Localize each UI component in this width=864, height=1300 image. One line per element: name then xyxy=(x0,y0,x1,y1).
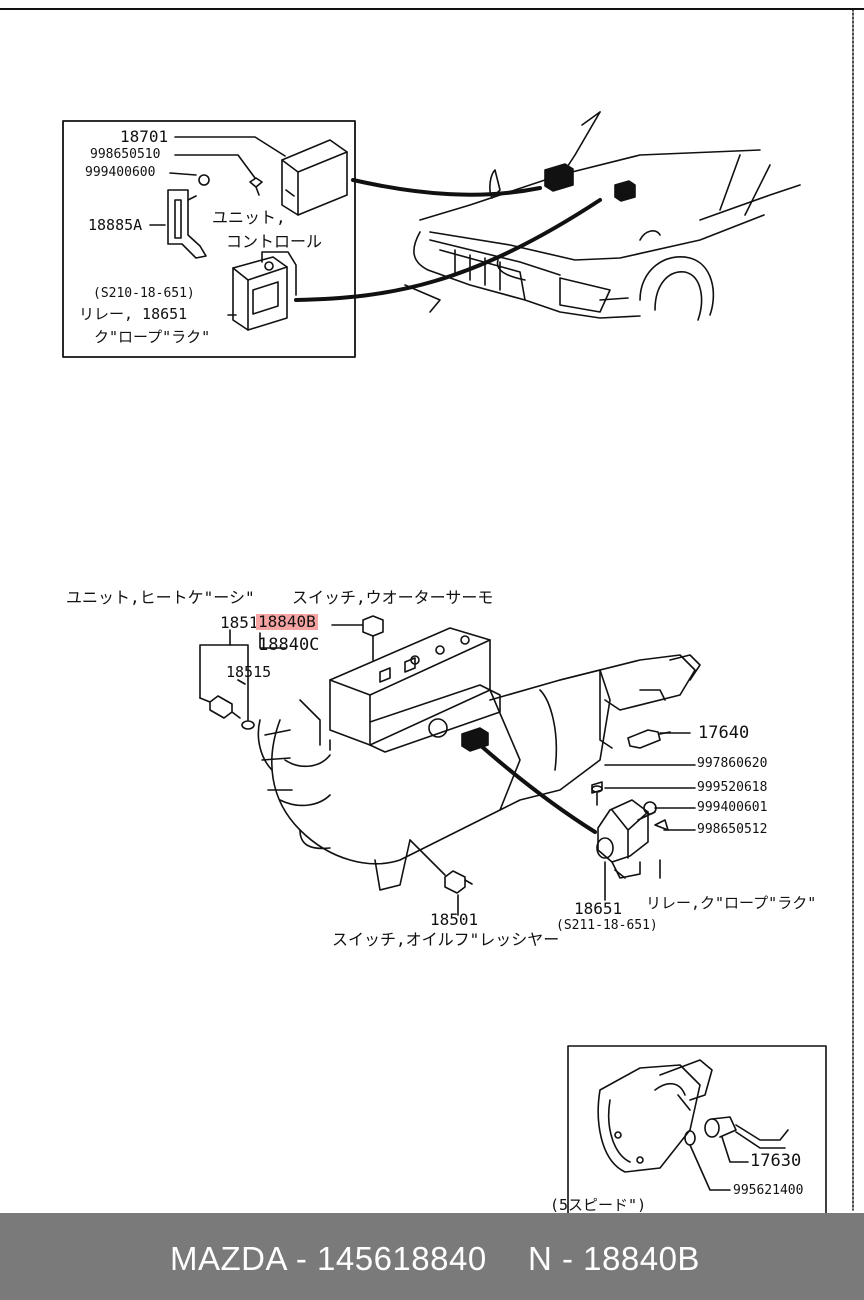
label-18501: 18501 xyxy=(430,910,479,929)
label-995621400: 995621400 xyxy=(733,1183,804,1198)
footer-bar: MAZDA - 145618840 N - 18840B xyxy=(0,1213,864,1300)
label-s211: (S211-18-651) xyxy=(556,918,658,933)
footer-part: N - 18840B xyxy=(528,1240,700,1277)
label-switch-water: スイッチ,ウオーターサーモ xyxy=(292,588,494,607)
footer-brand: MAZDA - 145618840 xyxy=(170,1240,487,1277)
label-control: コントロール xyxy=(226,232,323,251)
label-998650510: 998650510 xyxy=(90,147,161,162)
label-relay: リレー, 18651 xyxy=(79,305,188,323)
transmission-box xyxy=(567,1045,827,1214)
car-illustration xyxy=(404,111,801,321)
label-999400601: 999400601 xyxy=(697,800,768,815)
label-relay-glow: リレー,ク"ロープ"ラク" xyxy=(646,894,817,912)
label-17640: 17640 xyxy=(698,723,750,743)
label-18701: 18701 xyxy=(120,127,169,146)
label-glow: ク"ロープ"ラク" xyxy=(94,328,211,346)
label-5-speed: (5スピード") xyxy=(550,1196,647,1214)
label-17630: 17630 xyxy=(750,1151,802,1171)
label-999400600: 999400600 xyxy=(85,165,156,180)
label-18651: 18651 xyxy=(574,899,623,918)
label-999520618: 999520618 xyxy=(697,780,768,795)
control-unit-box xyxy=(62,120,602,358)
label-998650512: 998650512 xyxy=(697,822,768,837)
label-997860620: 997860620 xyxy=(697,756,768,771)
label-unit-gauge: ユニット,ヒートケ"ーシ" xyxy=(66,588,255,607)
label-18840B-highlighted: 18840B xyxy=(256,612,318,631)
label-18515: 18515 xyxy=(226,663,272,681)
label-switch-oil: スイッチ,オイルフ"レッシヤー xyxy=(332,930,560,949)
label-18885A: 18885A xyxy=(88,216,143,234)
label-unit: ユニット, xyxy=(212,208,286,227)
engine-illustration xyxy=(199,615,701,916)
label-s210: (S210-18-651) xyxy=(93,286,195,301)
label-18840C: 18840C xyxy=(258,635,320,655)
